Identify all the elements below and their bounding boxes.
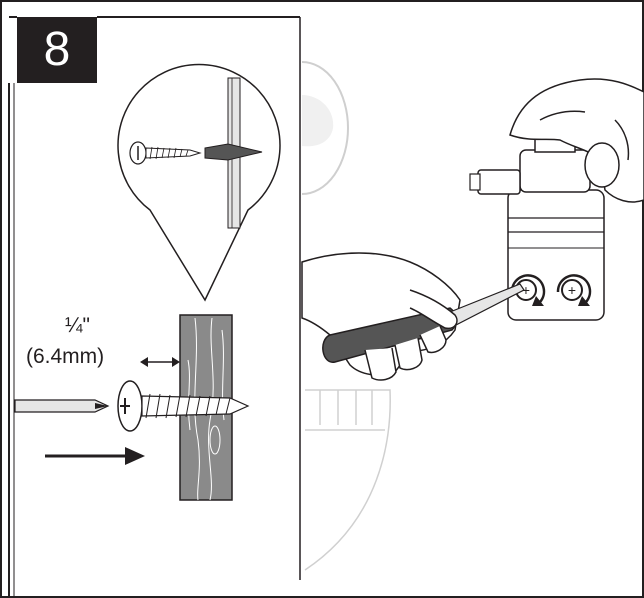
dimension-metric-label: (6.4mm) <box>26 345 105 368</box>
direction-arrow-icon <box>45 447 145 465</box>
hand-icon <box>509 78 644 203</box>
large-screw-icon <box>117 380 250 432</box>
dimension-fraction-label: ¼" <box>65 314 90 337</box>
zoom-callout <box>117 63 281 302</box>
ghost-shape-fill <box>302 95 334 147</box>
dimension-arrow <box>140 357 180 367</box>
ghost-shape <box>301 61 349 195</box>
ghost-bowl <box>304 389 391 571</box>
screw-icon <box>129 141 202 165</box>
step-number-badge: 8 <box>17 17 97 83</box>
rotate-arrow-icon <box>510 274 546 303</box>
svg-text:+: + <box>568 282 576 298</box>
hand-with-screwdriver <box>301 252 525 381</box>
rotate-arrow-icon-2 <box>556 274 592 303</box>
filter-body: + + <box>469 129 605 321</box>
screwdriver-icon <box>14 399 110 413</box>
wall-anchor-icon <box>204 143 263 161</box>
svg-text:+: + <box>522 282 530 298</box>
screw-hole-right <box>561 279 583 301</box>
